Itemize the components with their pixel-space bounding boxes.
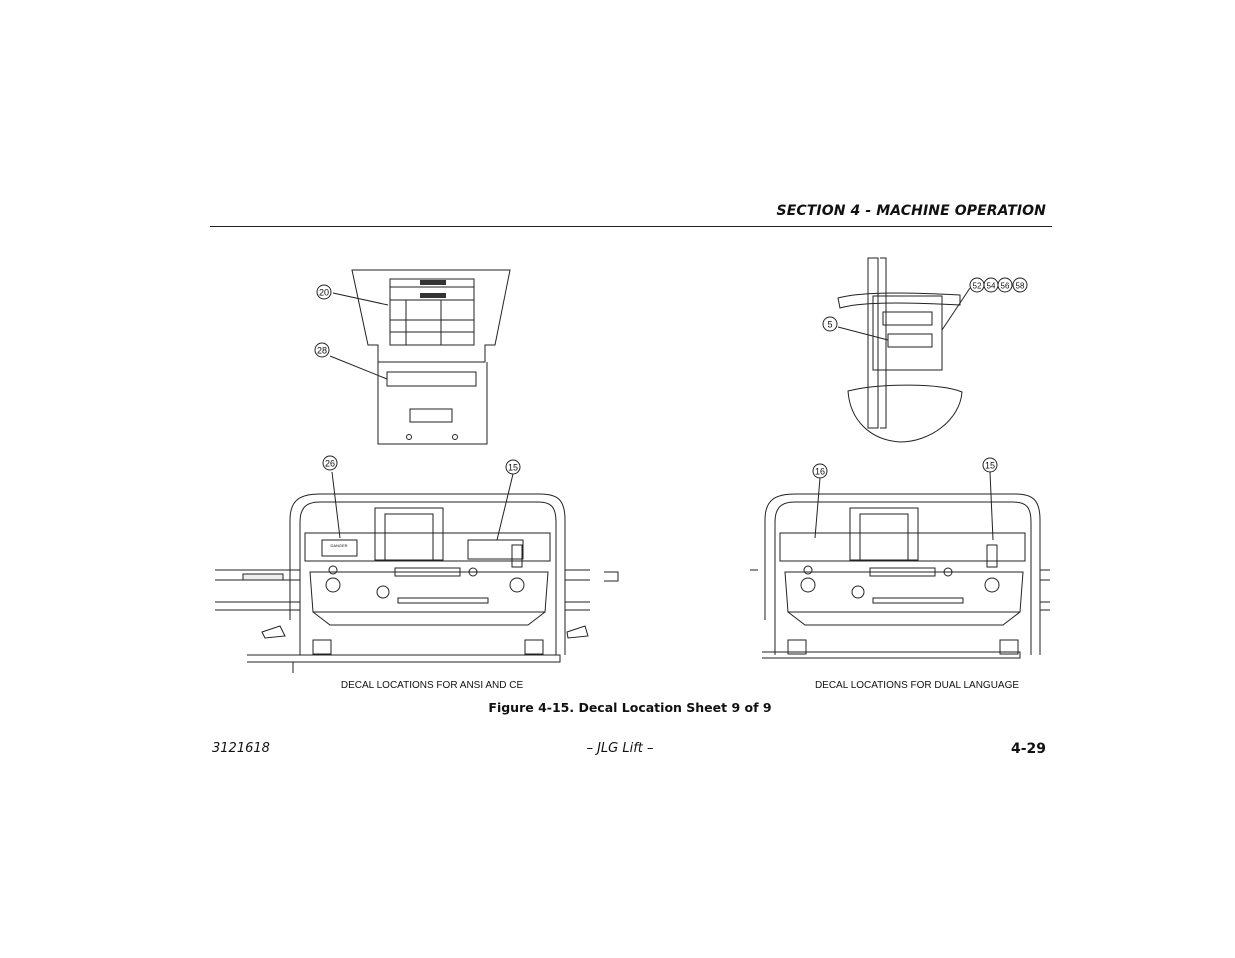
svg-text:26: 26 — [325, 459, 335, 469]
page-number: 4-29 — [1010, 741, 1046, 757]
label-ansi-ce: DECAL LOCATIONS FOR ANSI AND CE — [341, 680, 524, 691]
bottom-left-console-drawing: DANGER — [215, 471, 619, 673]
svg-text:15: 15 — [508, 463, 518, 473]
top-left-cover-drawing — [329, 269, 511, 445]
label-dual-language: DECAL LOCATIONS FOR DUAL LANGUAGE — [815, 680, 1019, 691]
svg-text:28: 28 — [317, 346, 327, 356]
svg-text:5: 5 — [827, 320, 832, 330]
callout-28: 28 — [314, 342, 330, 358]
svg-text:15: 15 — [985, 461, 995, 471]
svg-text:58: 58 — [1016, 282, 1025, 291]
top-right-column-drawing — [837, 257, 971, 443]
callout-54: 54 — [983, 277, 999, 293]
svg-text:52: 52 — [973, 282, 982, 291]
callout-20: 20 — [316, 284, 332, 300]
callout-58: 58 — [1012, 277, 1028, 293]
callout-15-left: 15 — [505, 459, 521, 475]
section-title: SECTION 4 - MACHINE OPERATION — [776, 203, 1046, 219]
figure-caption: Figure 4-15. Decal Location Sheet 9 of 9 — [488, 700, 772, 715]
callout-52: 52 — [969, 277, 985, 293]
svg-text:54: 54 — [987, 282, 996, 291]
svg-text:16: 16 — [815, 467, 825, 477]
header-rule — [210, 226, 1052, 227]
callout-56: 56 — [997, 277, 1013, 293]
footer-center-text: – JLG Lift – — [586, 741, 654, 756]
svg-text:56: 56 — [1001, 282, 1010, 291]
callout-5: 5 — [822, 316, 838, 332]
callout-15-right: 15 — [982, 457, 998, 473]
callout-16: 16 — [812, 463, 828, 479]
svg-text:20: 20 — [319, 288, 329, 298]
bottom-right-console-drawing — [750, 471, 1050, 659]
callout-26: 26 — [322, 455, 338, 471]
document-number: 3121618 — [212, 741, 270, 756]
svg-text:DANGER: DANGER — [330, 543, 347, 548]
